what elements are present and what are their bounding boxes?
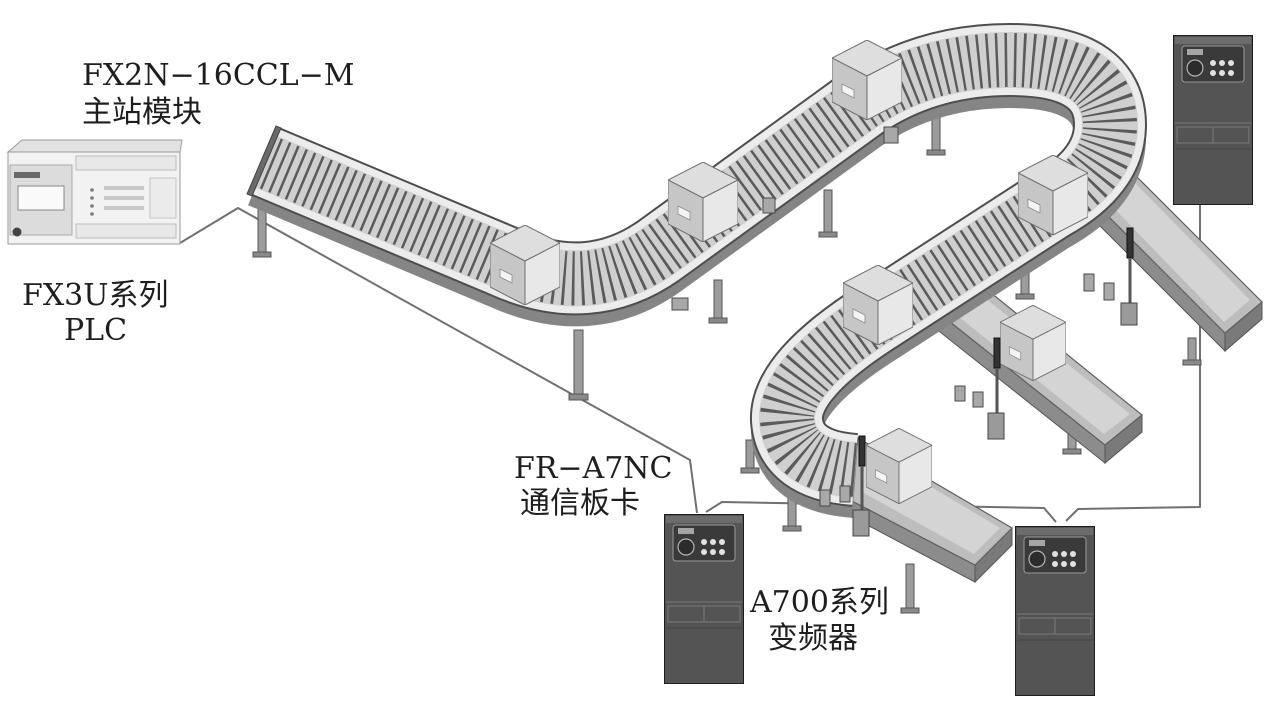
inverter-top-right (1174, 36, 1253, 205)
sensor (973, 392, 983, 407)
inverter-series-label: A700系列 (749, 585, 889, 620)
mitsubishi-logo (14, 172, 40, 178)
sensor (955, 386, 965, 401)
main-roller-conveyor (247, 60, 1110, 482)
sensor (1104, 283, 1114, 300)
sensor (1084, 274, 1094, 291)
plc-name-label: PLC (64, 313, 127, 348)
sensor (884, 127, 898, 143)
support-leg (709, 280, 727, 323)
comm-card-name-label: 通信板卡 (520, 486, 640, 521)
inverter-bottom-right (1016, 527, 1095, 696)
inverter-name-label: 变频器 (768, 621, 858, 656)
inverter-bottom-middle (665, 515, 744, 684)
sensor (820, 490, 830, 506)
plc-unit (8, 140, 182, 244)
plc-series-label: FX3U系列 (22, 278, 169, 313)
comm-card-model-label: FR−A7NC (514, 451, 673, 486)
sensor (840, 486, 850, 502)
sensor (672, 298, 688, 310)
support-leg (1183, 338, 1201, 365)
plc-connector (13, 228, 22, 237)
support-leg (819, 190, 837, 237)
master-module-name-label: 主站模块 (82, 95, 202, 130)
master-module-model-label: FX2N−16CCL−M (82, 58, 355, 93)
plc-display (18, 186, 64, 210)
sensor (763, 198, 775, 213)
support-leg (569, 330, 588, 400)
support-leg (901, 564, 919, 613)
